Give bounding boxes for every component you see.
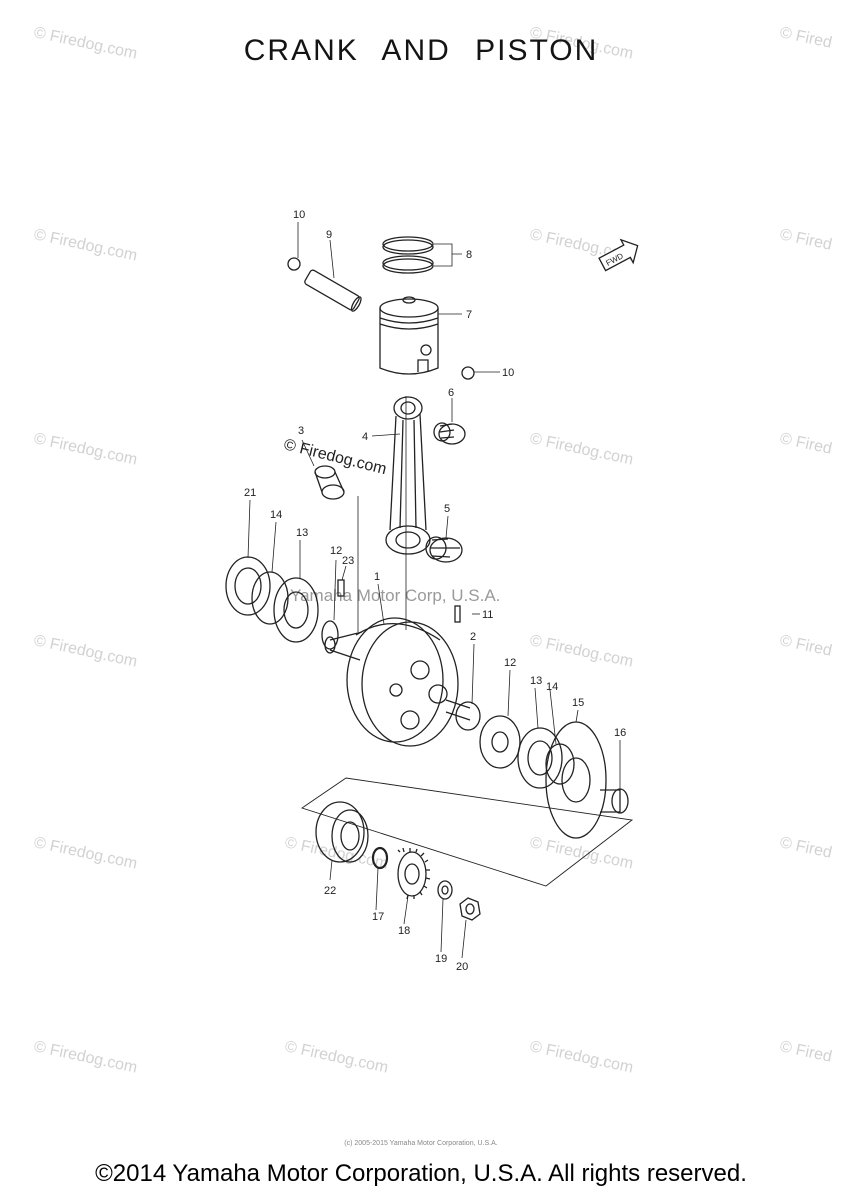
callout-2: 2 <box>470 631 476 643</box>
yamaha-watermark: Yamaha Motor Corp, U.S.A. <box>290 586 501 605</box>
callout-8: 8 <box>466 249 472 261</box>
callout-9: 9 <box>326 229 332 241</box>
callout-11: 11 <box>482 609 493 621</box>
callout-12: 12 <box>330 545 342 557</box>
o-ring <box>371 846 389 870</box>
small-copyright: (c) 2005-2015 Yamaha Motor Corporation, … <box>344 1140 498 1147</box>
key-left <box>337 579 345 597</box>
callout-1: 1 <box>374 571 380 583</box>
footer-copyright: ©2014 Yamaha Motor Corporation, U.S.A. A… <box>95 1160 747 1187</box>
piston <box>379 296 439 375</box>
big-end-bearing <box>425 536 463 563</box>
callout-15: 15 <box>572 697 584 709</box>
callout-6: 6 <box>448 387 454 399</box>
callout-22: 22 <box>324 885 336 897</box>
callout-7: 7 <box>466 309 472 321</box>
callout-10: 10 <box>293 209 305 221</box>
leader-lines <box>247 222 621 959</box>
primary-drive-gear <box>397 847 431 900</box>
callout-3: 3 <box>298 425 304 437</box>
callout-12: 12 <box>504 657 516 669</box>
callout-20: 20 <box>456 961 468 973</box>
callout-13: 13 <box>296 527 308 539</box>
callout-17: 17 <box>372 911 384 923</box>
crankshaft <box>324 617 471 747</box>
washer <box>437 880 453 900</box>
woodruff-key <box>454 605 461 623</box>
oil-seal <box>315 801 369 863</box>
page-title: CRANK AND PISTON <box>243 34 599 67</box>
callout-10: 10 <box>502 367 514 379</box>
callout-18: 18 <box>398 925 410 937</box>
nut <box>459 897 481 921</box>
right-bearings <box>455 701 629 839</box>
callout-23: 23 <box>342 555 354 567</box>
small-end-bearing <box>433 422 466 445</box>
piston-rings <box>382 236 434 274</box>
crank-pin <box>314 465 345 500</box>
callout-21: 21 <box>244 487 256 499</box>
callout-4: 4 <box>362 431 368 443</box>
left-bearings <box>225 556 339 650</box>
assembly-outline <box>300 777 634 887</box>
piston-pin <box>304 269 362 312</box>
forward-arrow-icon: FWD <box>598 238 639 272</box>
callout-13: 13 <box>530 675 542 687</box>
circlip-right <box>461 366 475 380</box>
callout-16: 16 <box>614 727 626 739</box>
circlip-left <box>287 257 301 271</box>
connecting-rod <box>385 396 431 555</box>
callout-14: 14 <box>270 509 282 521</box>
callout-19: 19 <box>435 953 447 965</box>
callout-14: 14 <box>546 681 558 693</box>
callout-5: 5 <box>444 503 450 515</box>
